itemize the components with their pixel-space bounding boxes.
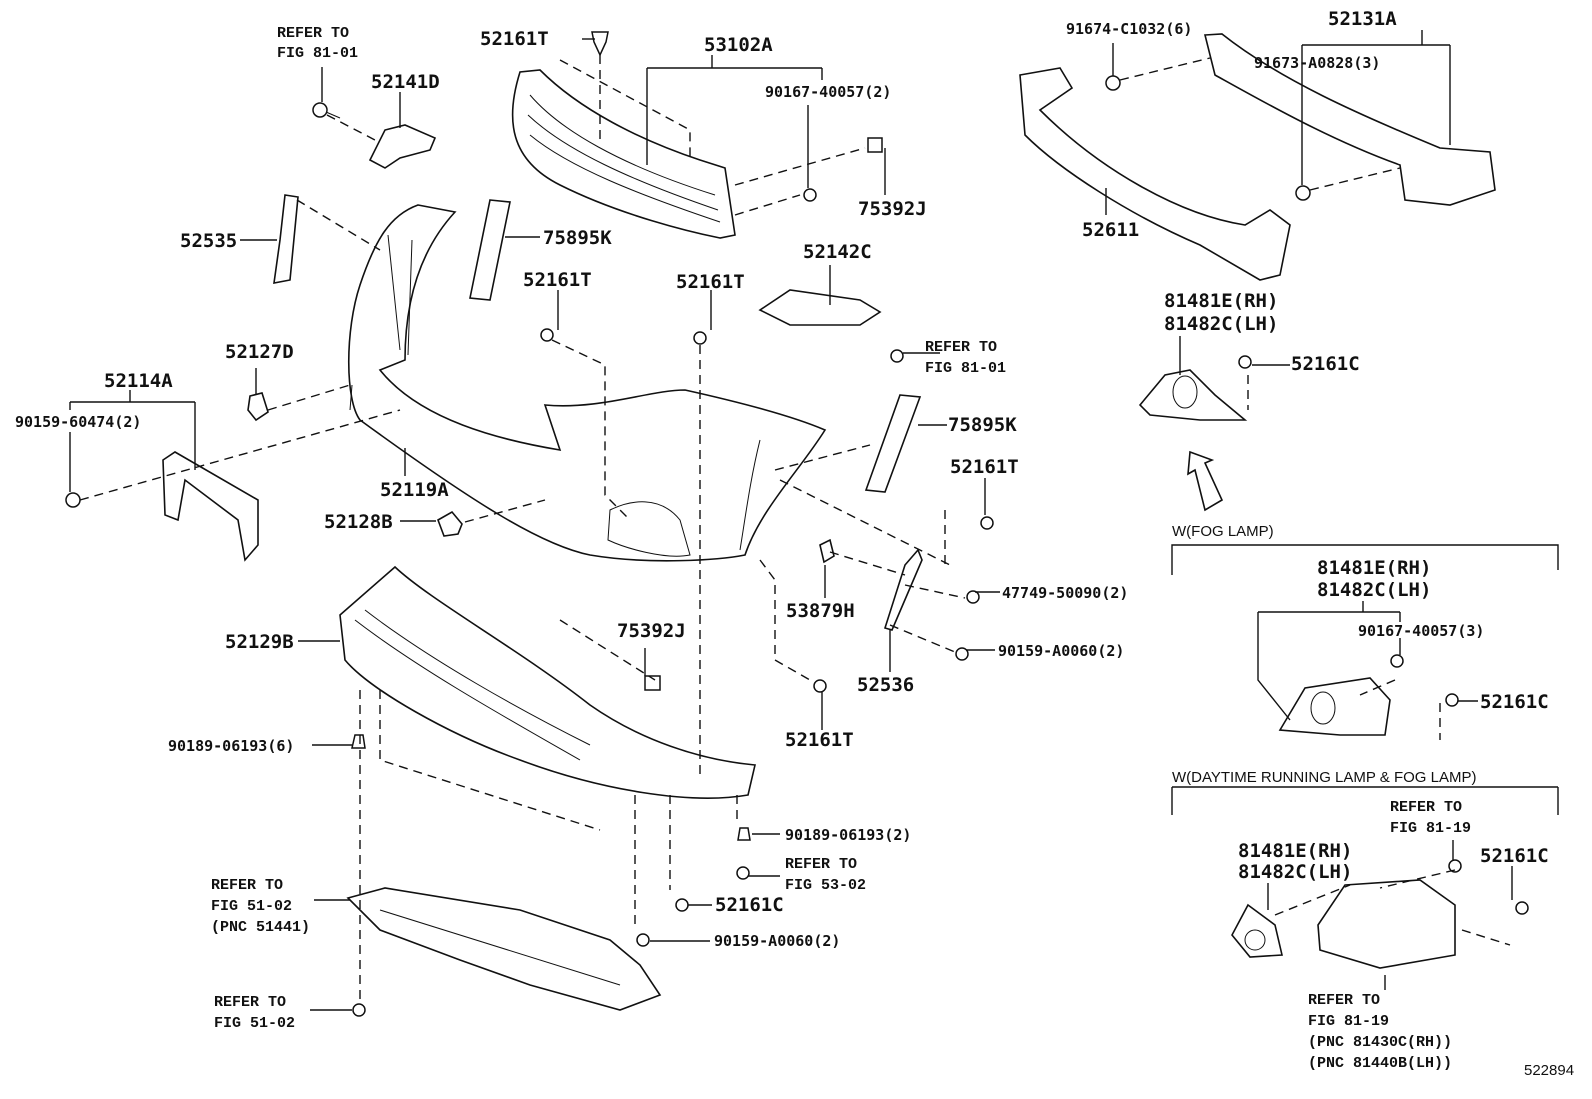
label-90159-A0060-2-low[interactable]: 90159-A0060(2): [714, 932, 840, 950]
fog-bezel-81481E-top[interactable]: [1138, 369, 1248, 421]
label-52131A[interactable]: 52131A: [1328, 8, 1397, 30]
fog-bezel-81481E-fog[interactable]: [1278, 677, 1391, 736]
under-cover[interactable]: [346, 887, 662, 1011]
section-bracket-fog: [1171, 544, 1559, 575]
bolt-91673[interactable]: [1295, 185, 1311, 201]
label-52128B[interactable]: 52128B: [324, 511, 393, 533]
label-81482C-LH-b[interactable]: 81482C(LH): [1317, 579, 1431, 601]
label-53879H[interactable]: 53879H: [786, 600, 855, 622]
section-bracket-drl: [1171, 786, 1559, 815]
label-refer-fig-81-19-b-4: (PNC 81440B(LH)): [1308, 1055, 1452, 1072]
label-refer-fig-81-01-a-2: FIG 81-01: [277, 45, 358, 62]
label-75392J-low[interactable]: 75392J: [617, 620, 686, 642]
license-bracket-52114A[interactable]: [162, 451, 259, 562]
leader-lines: [69, 30, 1513, 1011]
bumper-cover-52119A[interactable]: [347, 204, 827, 562]
label-refer-fig-81-19-a-1: REFER TO: [1390, 799, 1462, 816]
label-90159-A0060-2-right[interactable]: 90159-A0060(2): [998, 642, 1124, 660]
fog-bezel-81481E-drl[interactable]: [1231, 903, 1283, 958]
label-refer-fig-81-19-a-2: FIG 81-19: [1390, 820, 1471, 837]
label-refer-fig-81-19-b-3: (PNC 81430C(RH)): [1308, 1034, 1452, 1051]
bracket-52141D[interactable]: [368, 124, 437, 169]
label-refer-fig-81-19-b-2: FIG 81-19: [1308, 1013, 1389, 1030]
label-52161T-b[interactable]: 52161T: [676, 271, 745, 293]
clip-53879H[interactable]: [819, 538, 835, 564]
fog-lamp-assembly[interactable]: [1317, 879, 1456, 969]
section-title-drl-fog-lamp: W(DAYTIME RUNNING LAMP & FOG LAMP): [1172, 769, 1476, 786]
label-90159-60474-2[interactable]: 90159-60474(2): [15, 413, 141, 431]
label-52161C-low[interactable]: 52161C: [715, 894, 784, 916]
bolt-91674[interactable]: [1105, 75, 1121, 91]
cap-52128B[interactable]: [437, 510, 463, 537]
label-refer-fig-51-02-b-2: FIG 51-02: [214, 1015, 295, 1032]
clip-52161T-top[interactable]: [591, 31, 609, 57]
strip-75895K-right[interactable]: [864, 394, 922, 493]
label-81481E-RH-c[interactable]: 81481E(RH): [1238, 840, 1352, 862]
label-90189-06193-6[interactable]: 90189-06193(6): [168, 737, 294, 755]
fasteners: [65, 137, 1529, 1017]
reinforcement-52131A[interactable]: [1203, 33, 1496, 206]
label-52141D[interactable]: 52141D: [371, 71, 440, 93]
label-52161T-a[interactable]: 52161T: [523, 269, 592, 291]
section-title-fog-lamp: W(FOG LAMP): [1172, 523, 1274, 540]
label-refer-fig-51-02-b-1: REFER TO: [214, 994, 286, 1011]
label-52161T-low[interactable]: 52161T: [785, 729, 854, 751]
label-52142C[interactable]: 52142C: [803, 241, 872, 263]
label-90167-40057-2[interactable]: 90167-40057(2): [765, 83, 891, 101]
label-75895K-right[interactable]: 75895K: [948, 414, 1017, 436]
label-75895K-left[interactable]: 75895K: [543, 227, 612, 249]
strip-75895K-left[interactable]: [469, 199, 511, 301]
bracket-52142C[interactable]: [758, 289, 882, 326]
label-52114A[interactable]: 52114A: [104, 370, 173, 392]
label-refer-fig-81-01-a-1: REFER TO: [277, 25, 349, 42]
label-refer-fig-53-02-1: REFER TO: [785, 856, 857, 873]
label-refer-fig-51-02-a-1: REFER TO: [211, 877, 283, 894]
retainer-52535[interactable]: [273, 194, 299, 284]
label-refer-fig-51-02-a-2: FIG 51-02: [211, 898, 292, 915]
view-arrow: [1187, 450, 1224, 512]
label-52536[interactable]: 52536: [857, 674, 914, 696]
lower-grille-52129B[interactable]: [339, 565, 756, 799]
label-91674-C1032-6[interactable]: 91674-C1032(6): [1066, 20, 1192, 38]
label-90189-06193-2[interactable]: 90189-06193(2): [785, 826, 911, 844]
label-52161C-b[interactable]: 52161C: [1480, 691, 1549, 713]
label-52127D[interactable]: 52127D: [225, 341, 294, 363]
absorber-52611[interactable]: [1019, 67, 1291, 281]
label-refer-fig-81-01-b-2: FIG 81-01: [925, 360, 1006, 377]
retainer-52536[interactable]: [883, 548, 923, 631]
upper-grille-53102A[interactable]: [511, 69, 736, 239]
label-52161C-a[interactable]: 52161C: [1291, 353, 1360, 375]
label-81482C-LH-c[interactable]: 81482C(LH): [1238, 861, 1352, 883]
label-53102A[interactable]: 53102A: [704, 34, 773, 56]
label-52611[interactable]: 52611: [1082, 219, 1139, 241]
label-81481E-RH-b[interactable]: 81481E(RH): [1317, 557, 1431, 579]
label-52161T-right[interactable]: 52161T: [950, 456, 1019, 478]
label-refer-fig-81-01-b-1: REFER TO: [925, 339, 997, 356]
label-47749-50090-2[interactable]: 47749-50090(2): [1002, 584, 1128, 602]
label-81482C-LH-a[interactable]: 81482C(LH): [1164, 313, 1278, 335]
label-90167-40057-3[interactable]: 90167-40057(3): [1358, 622, 1484, 640]
label-52119A[interactable]: 52119A: [380, 479, 449, 501]
label-52535[interactable]: 52535: [180, 230, 237, 252]
label-91673-A0828-3[interactable]: 91673-A0828(3): [1254, 54, 1380, 72]
label-refer-fig-53-02-2: FIG 53-02: [785, 877, 866, 894]
label-refer-fig-51-02-a-3: (PNC 51441): [211, 919, 310, 936]
label-81481E-RH-a[interactable]: 81481E(RH): [1164, 290, 1278, 312]
bolt-refer-81-01-a[interactable]: [312, 102, 341, 119]
assembly-guides: [79, 55, 1511, 1000]
label-75392J-top[interactable]: 75392J: [858, 198, 927, 220]
label-refer-fig-81-19-b-1: REFER TO: [1308, 992, 1380, 1009]
label-52129B[interactable]: 52129B: [225, 631, 294, 653]
cap-52127D[interactable]: [247, 392, 269, 422]
figure-id: 522894: [1524, 1062, 1574, 1079]
label-52161T-top[interactable]: 52161T: [480, 28, 549, 50]
label-52161C-c[interactable]: 52161C: [1480, 845, 1549, 867]
